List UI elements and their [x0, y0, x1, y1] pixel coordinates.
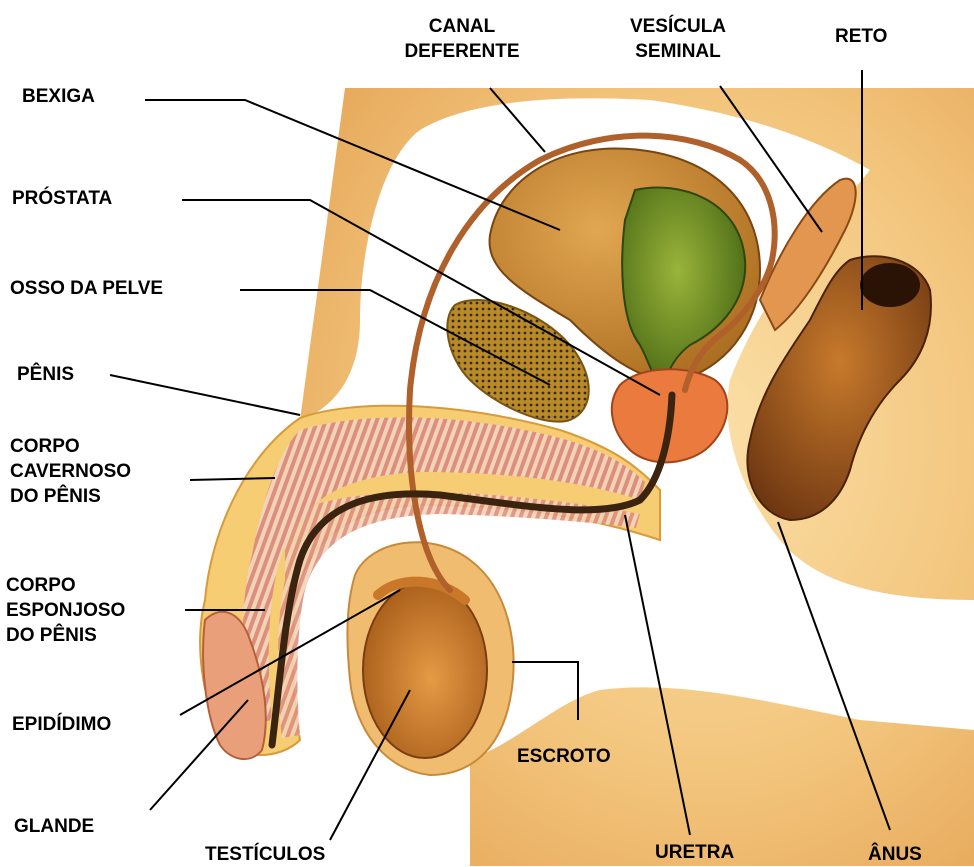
label-corpo-esponjoso-line2: ESPONJOSO	[6, 598, 125, 623]
leader-penis	[110, 375, 300, 415]
label-corpo-cavernoso-line3: DO PÊNIS	[10, 484, 131, 509]
label-corpo-cavernoso-line2: CAVERNOSO	[10, 459, 131, 484]
label-uretra: URETRA	[655, 840, 734, 865]
label-vesicula-seminal-line2: SEMINAL	[608, 39, 748, 64]
label-canal-deferente-line2: DEFERENTE	[387, 39, 537, 64]
label-corpo-esponjoso: CORPO ESPONJOSO DO PÊNIS	[6, 573, 125, 648]
label-vesicula-seminal: VESÍCULA SEMINAL	[608, 14, 748, 64]
label-testiculos: TESTÍCULOS	[205, 842, 325, 867]
label-penis: PÊNIS	[17, 362, 74, 387]
label-osso-da-pelve: OSSO DA PELVE	[10, 276, 163, 301]
label-escroto: ESCROTO	[517, 744, 611, 769]
label-glande: GLANDE	[14, 814, 94, 839]
label-corpo-cavernoso: CORPO CAVERNOSO DO PÊNIS	[10, 434, 131, 509]
label-bexiga: BEXIGA	[22, 84, 95, 109]
rectum-lumen	[860, 263, 920, 307]
label-canal-deferente: CANAL DEFERENTE	[387, 14, 537, 64]
label-prostata: PRÓSTATA	[12, 186, 112, 211]
label-corpo-cavernoso-line1: CORPO	[10, 434, 131, 459]
label-canal-deferente-line1: CANAL	[387, 14, 537, 39]
label-anus: ÂNUS	[868, 842, 922, 867]
label-corpo-esponjoso-line3: DO PÊNIS	[6, 623, 125, 648]
label-reto: RETO	[835, 24, 887, 49]
label-vesicula-seminal-line1: VESÍCULA	[608, 14, 748, 39]
testicle-shape	[363, 582, 487, 758]
label-corpo-esponjoso-line1: CORPO	[6, 573, 125, 598]
label-epididimo: EPIDÍDIMO	[12, 712, 111, 737]
